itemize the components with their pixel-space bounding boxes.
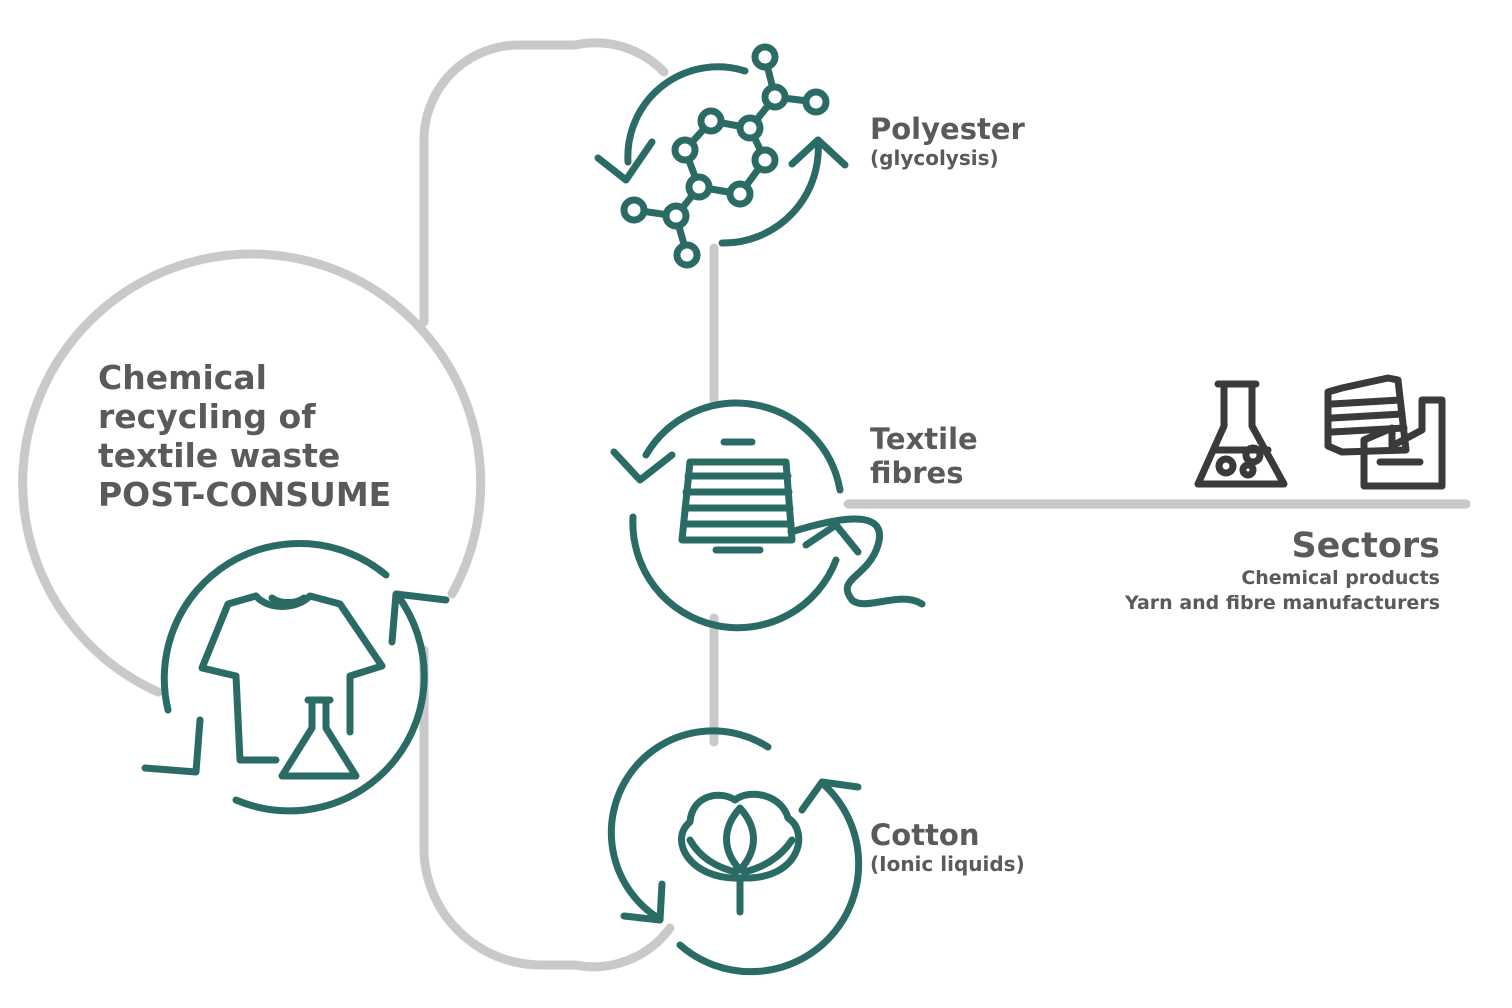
textile-title-line: fibres bbox=[870, 456, 964, 490]
flask-icon bbox=[278, 696, 360, 780]
textile-fibres-label: Textile fibres bbox=[870, 422, 978, 490]
main-title-line: Chemical bbox=[98, 358, 267, 397]
sector-item: Yarn and fibre manufacturers bbox=[1124, 592, 1440, 614]
molecule-icon bbox=[620, 43, 830, 269]
tshirt-icon bbox=[198, 592, 386, 764]
sectors-title: Sectors bbox=[1291, 526, 1440, 566]
yarn-spool-icon bbox=[678, 438, 926, 608]
polyester-title: Polyester bbox=[870, 112, 1025, 146]
polyester-subtitle: (glycolysis) bbox=[870, 146, 999, 170]
factory-sector-icon bbox=[1324, 374, 1446, 490]
main-title-line: textile waste bbox=[98, 436, 341, 475]
chemical-flask-sector-icon bbox=[1194, 380, 1288, 488]
sector-item: Chemical products bbox=[1241, 567, 1440, 589]
cotton-label: Cotton (Ionic liquids) bbox=[870, 818, 1025, 876]
cotton-boll-icon bbox=[678, 790, 803, 916]
polyester-label: Polyester (glycolysis) bbox=[870, 112, 1025, 170]
connector-lines bbox=[18, 38, 1471, 972]
left-loop-connector bbox=[419, 38, 675, 972]
sectors-block: Sectors Chemical products Yarn and fibre… bbox=[1125, 526, 1440, 616]
tshirt-recycle-icon bbox=[141, 539, 450, 815]
polyester-recycle-icon bbox=[594, 43, 849, 269]
textile-title-line: Textile bbox=[870, 422, 978, 456]
main-title: Chemical recycling of textile waste POST… bbox=[98, 358, 391, 514]
main-circle-outline bbox=[18, 249, 486, 697]
textile-recycle-icon bbox=[610, 399, 926, 632]
cotton-subtitle: (Ionic liquids) bbox=[870, 852, 1025, 876]
cotton-title: Cotton bbox=[870, 818, 980, 852]
main-title-line: recycling of bbox=[98, 397, 316, 436]
cotton-recycle-icon bbox=[607, 727, 863, 976]
main-title-line: POST-CONSUME bbox=[98, 475, 392, 514]
